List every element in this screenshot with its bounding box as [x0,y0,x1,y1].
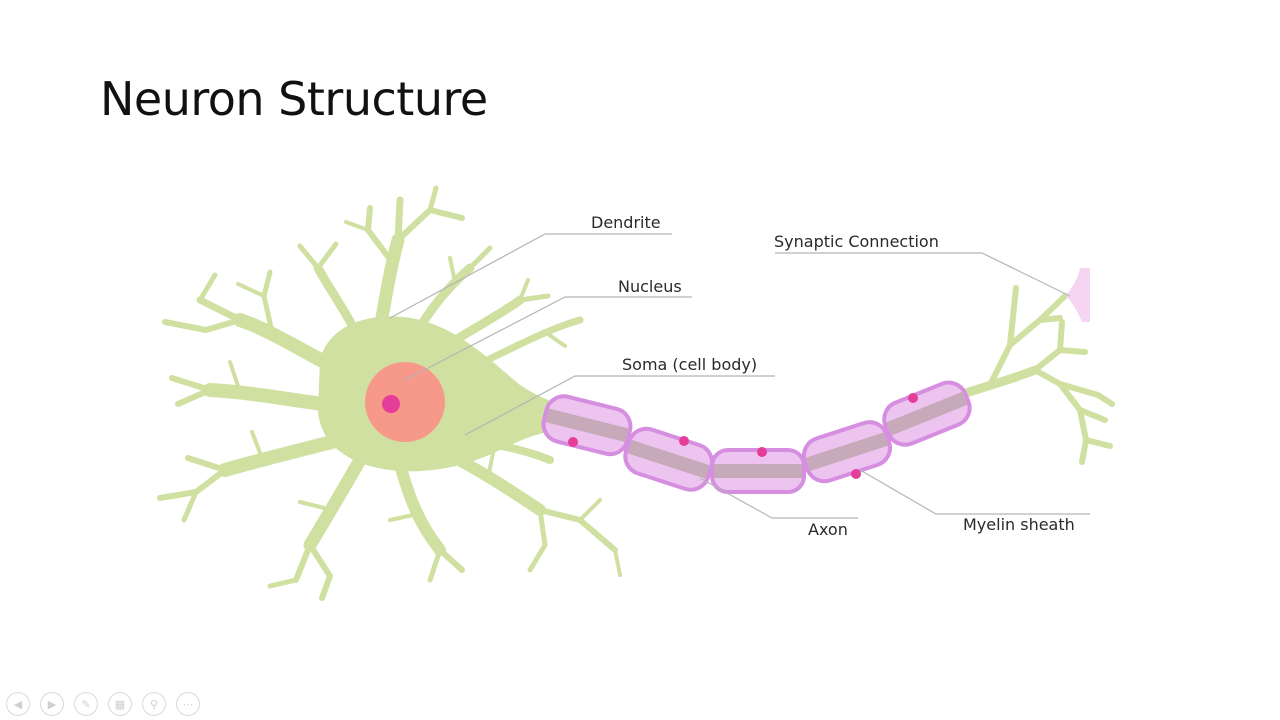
dendrites [157,185,622,601]
leader-lines [389,233,1090,519]
zoom-icon[interactable]: ⚲ [142,692,166,716]
nucleus-shape [365,362,445,442]
label-dendrite: Dendrite [591,213,661,232]
next-icon[interactable]: ▶ [40,692,64,716]
myelin-sheath [541,380,972,494]
previous-icon[interactable]: ◀ [6,692,30,716]
slide-title: Neuron Structure [100,72,488,126]
nucleolus-shape [382,395,400,413]
slides-icon[interactable]: ▦ [108,692,132,716]
label-synaptic-connection: Synaptic Connection [774,232,939,251]
label-myelin-sheath: Myelin sheath [963,515,1075,534]
pen-icon[interactable]: ✎ [74,692,98,716]
neuron-diagram: Dendrite Nucleus Soma (cell body) Synapt… [157,185,1115,601]
more-icon[interactable]: ⋯ [176,692,200,716]
label-axon: Axon [808,520,848,539]
label-soma: Soma (cell body) [622,355,757,374]
label-nucleus: Nucleus [618,277,682,296]
slideshow-toolbar: ◀ ▶ ✎ ▦ ⚲ ⋯ [6,692,200,716]
synaptic-partner [1066,268,1090,322]
axon-terminals [955,285,1115,465]
